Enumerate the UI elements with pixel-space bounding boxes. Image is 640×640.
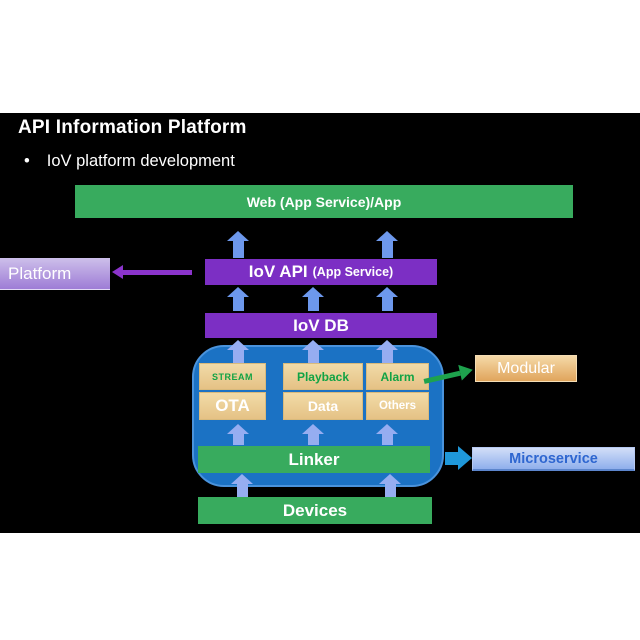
page-title: API Information Platform [18,117,247,138]
bullet-item: IoV platform development [24,152,235,171]
left-arrow [112,265,192,279]
web-app-service-box: Web (App Service)/App [75,185,573,218]
platform-label: Platform [8,263,72,283]
module-alarm-box: Alarm [366,363,429,390]
platform-box: Platform [0,258,110,290]
up-arrow [376,424,398,445]
module-stream-label: STREAM [212,371,253,382]
up-arrow [302,287,324,311]
module-ota-box: OTA [199,392,266,420]
up-arrow [376,340,398,363]
module-ota-label: OTA [215,396,250,415]
up-arrow [376,287,398,311]
bullet-text: IoV platform development [46,152,235,170]
microservice-label: Microservice [509,450,598,467]
up-arrow [227,287,249,311]
module-stream-box: STREAM [199,363,266,390]
devices-label: Devices [282,500,348,520]
module-alarm-label: Alarm [380,369,415,384]
up-arrow [379,474,401,497]
module-data-label: Data [307,398,339,414]
bullet-marker [24,152,30,170]
presentation-slide: API Information Platform IoV platform de… [0,113,640,533]
iov-api-label: IoV API [248,262,308,281]
web-app-service-label: Web (App Service)/App [246,193,402,210]
module-others-box: Others [366,392,429,420]
module-data-box: Data [283,392,363,420]
right-block-arrow [445,446,472,470]
iov-api-box: IoV API (App Service) [205,259,437,285]
module-playback-box: Playback [283,363,363,390]
up-arrow [302,424,324,445]
up-arrow [227,231,249,258]
up-arrow [231,474,253,497]
modular-label: Modular [497,359,555,377]
up-arrow [376,231,398,258]
linker-box: Linker [198,446,430,473]
module-playback-label: Playback [296,369,350,384]
up-arrow [302,340,324,363]
up-arrow [227,424,249,445]
modular-box: Modular [475,355,577,382]
module-others-label: Others [378,400,417,412]
linker-label: Linker [288,449,340,469]
microservice-box: Microservice [472,447,635,471]
iov-db-label: IoV DB [293,315,349,335]
iov-db-box: IoV DB [205,313,437,338]
iov-api-sublabel: (App Service) [312,265,394,279]
devices-box: Devices [198,497,432,524]
up-arrow [227,340,249,363]
